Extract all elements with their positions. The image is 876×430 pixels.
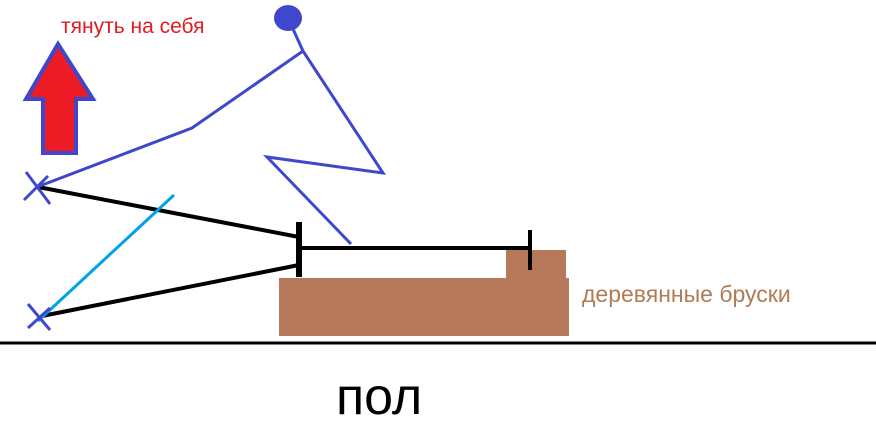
circle-knob-icon [274, 5, 302, 31]
wooden-bar-large [279, 278, 569, 336]
string-upper [38, 187, 299, 237]
mechanism-lever [37, 51, 383, 244]
string-lower [42, 265, 299, 316]
wooden-bar-small [506, 250, 566, 280]
floor-label: пол [336, 371, 422, 423]
wooden-bars-label: деревянные бруски [582, 283, 791, 306]
arrow-up-icon [26, 44, 93, 153]
pull-instruction-label: тянуть на себя [61, 16, 204, 37]
